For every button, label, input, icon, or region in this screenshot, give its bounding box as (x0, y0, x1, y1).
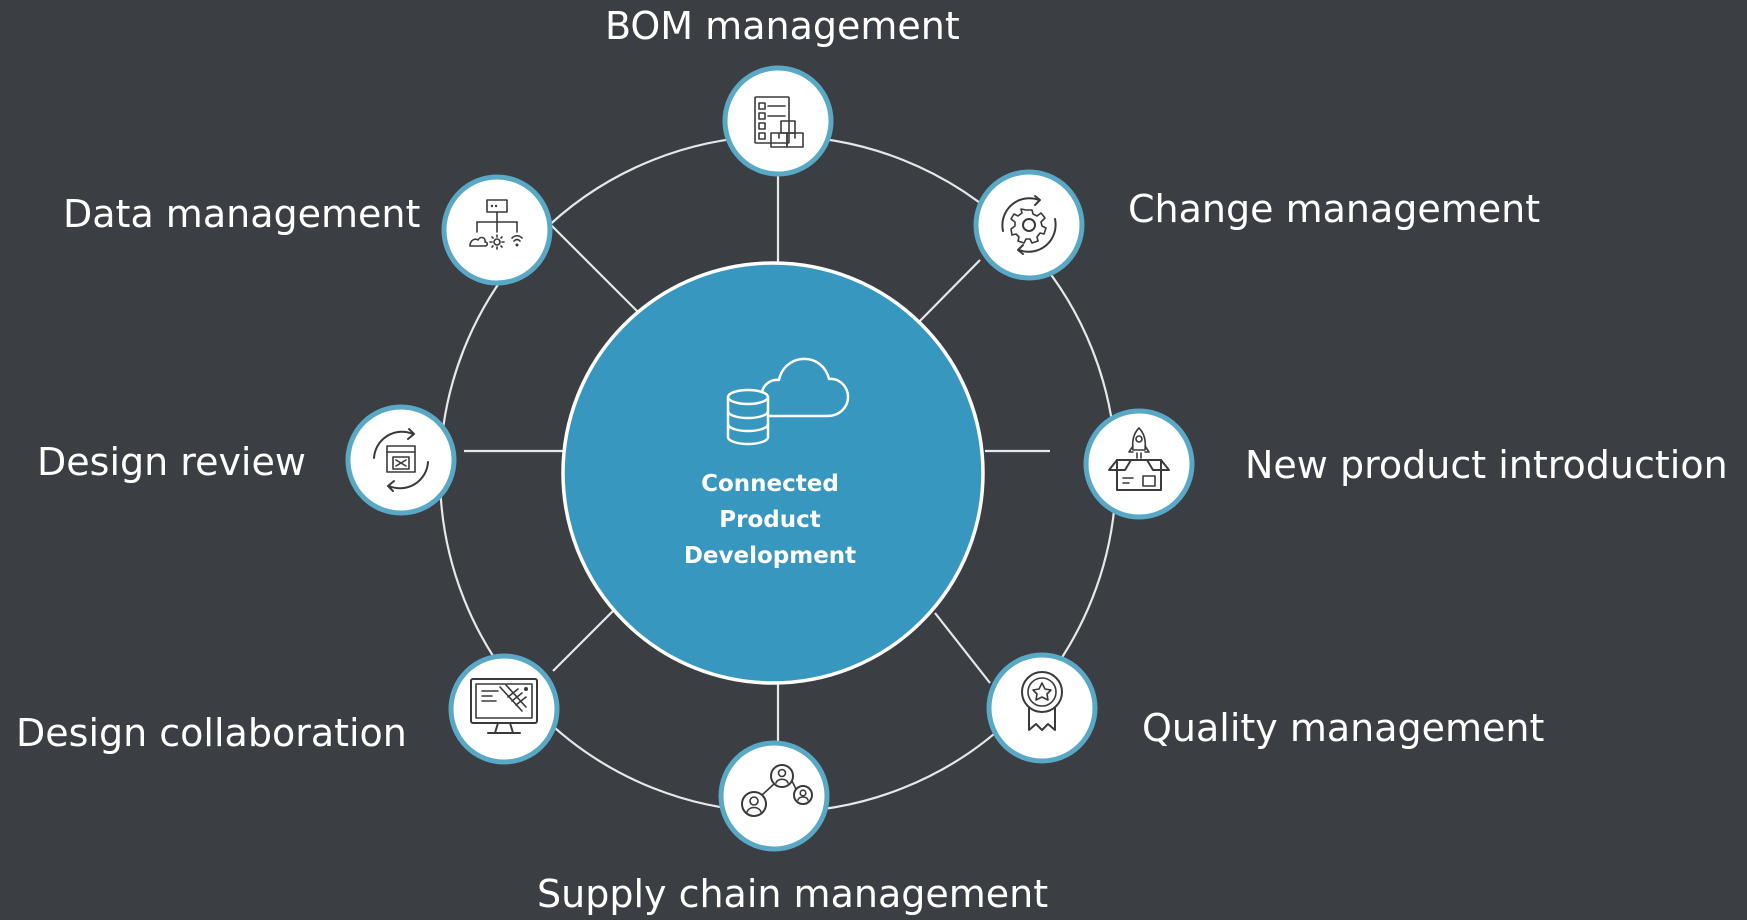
window-refresh-icon (373, 428, 429, 492)
monitor-design-icon (470, 678, 538, 734)
hub-title: Connected Product Development (640, 466, 900, 574)
node-supply-chain-management (718, 740, 830, 852)
spoke-quality (934, 612, 991, 684)
quality-badge-icon (1021, 671, 1063, 731)
label-quality-management: Quality management (1142, 706, 1545, 750)
connected-people-icon (741, 764, 813, 817)
node-design-collaboration (448, 653, 560, 765)
node-new-product-introduction (1083, 408, 1195, 520)
rocket-box-icon (1108, 427, 1170, 491)
label-data-management: Data management (63, 192, 421, 236)
hub-title-line-1: Connected (701, 471, 839, 497)
data-hierarchy-icon (469, 199, 523, 250)
cloud-database-icon (726, 357, 850, 446)
node-quality-management (986, 652, 1098, 764)
node-bom-management (722, 65, 834, 177)
node-change-management (973, 169, 1085, 281)
spoke-collaboration (552, 608, 616, 672)
hub-title-line-3: Development (683, 543, 857, 569)
gear-cycle-icon (1001, 195, 1057, 255)
node-data-management (441, 174, 553, 286)
spokes (464, 172, 1050, 748)
label-design-review: Design review (37, 440, 306, 484)
label-new-product-introduction: New product introduction (1245, 443, 1728, 487)
node-design-review (345, 404, 457, 516)
label-design-collaboration: Design collaboration (16, 711, 407, 755)
bom-checklist-boxes-icon (754, 96, 804, 148)
label-change-management: Change management (1128, 187, 1541, 231)
hub-title-line-2: Product (719, 507, 821, 533)
label-supply-chain-management: Supply chain management (537, 872, 1049, 916)
spoke-data (550, 224, 641, 315)
spoke-change (910, 259, 981, 331)
label-bom-management: BOM management (605, 4, 960, 48)
hub-circle (561, 261, 985, 685)
